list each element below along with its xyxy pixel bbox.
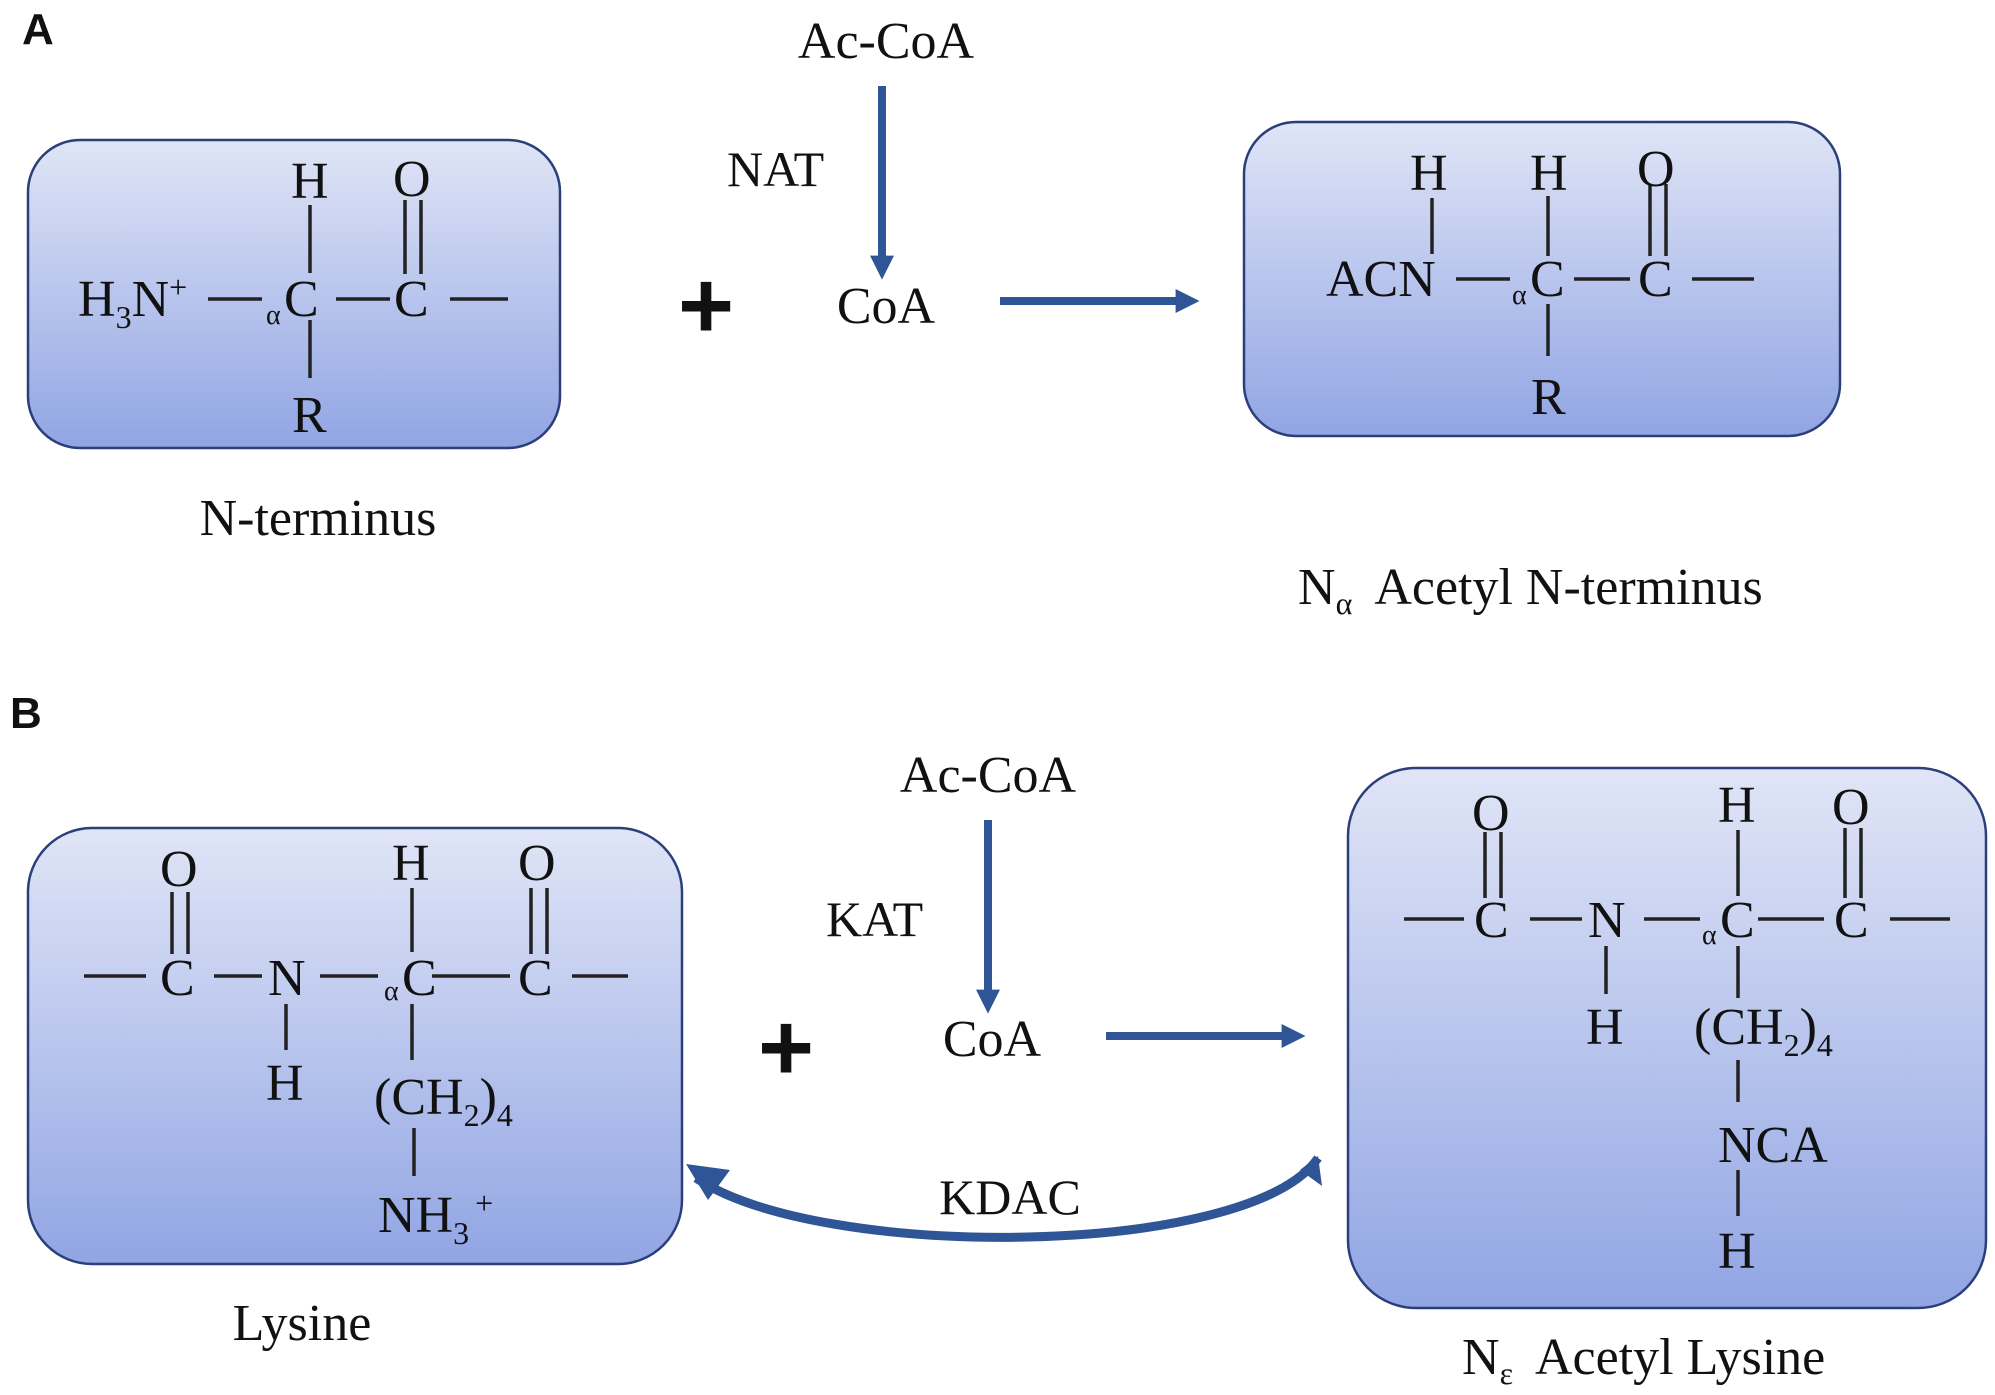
- carbonyl-oxygen-2-label: O: [518, 835, 556, 892]
- ammonium-label: NH3+: [378, 1185, 493, 1251]
- alpha-carbon-label: C: [1720, 892, 1755, 949]
- panel-a-label: A: [22, 5, 54, 54]
- alpha-label: α: [1512, 280, 1527, 311]
- acn-label: ACN: [1326, 251, 1436, 308]
- acetyl-lysine-structure: C O N H α C H (CH2)4 NCA H C O: [1346, 766, 1988, 1310]
- methylene-chain-label: (CH2)4: [374, 1069, 513, 1133]
- panel-b-label: B: [10, 689, 42, 738]
- nat-enzyme-label: NAT: [727, 141, 824, 197]
- alpha-label: α: [384, 976, 399, 1007]
- alpha-hydrogen-label: H: [291, 153, 329, 210]
- carbonyl-carbon-label: C: [394, 271, 429, 328]
- carbonyl-oxygen-1-label: O: [1472, 785, 1510, 842]
- alpha-hydrogen-label: H: [1530, 145, 1568, 202]
- carbonyl-carbon-2-label: C: [518, 950, 553, 1007]
- nca-hydrogen-label: H: [1718, 1223, 1756, 1280]
- lysine-box: [26, 826, 684, 1266]
- alpha-hydrogen-label: H: [1718, 777, 1756, 834]
- acetyl-n-terminus-box: [1242, 120, 1842, 438]
- methylene-chain-label: (CH2)4: [1694, 999, 1833, 1063]
- carbonyl-carbon-1-label: C: [160, 950, 195, 1007]
- plus-sign-b: +: [758, 994, 814, 1101]
- kdac-enzyme-label: KDAC: [939, 1169, 1081, 1225]
- n-terminus-box: [26, 138, 562, 450]
- acetyl-n-terminus-structure: H ACN α C H R C O: [1242, 120, 1842, 438]
- carbonyl-carbon-2-label: C: [1834, 892, 1869, 949]
- kat-enzyme-label: KAT: [826, 891, 923, 947]
- kdac-reverse-arrow-curve: [693, 1155, 1322, 1242]
- n-terminus-caption: N-terminus: [200, 490, 437, 547]
- amide-hydrogen-label: H: [266, 1055, 304, 1112]
- alpha-carbon-label: C: [402, 950, 437, 1007]
- alpha-label: α: [1702, 920, 1717, 951]
- alpha-carbon-label: C: [1530, 251, 1565, 308]
- amino-group-label: H3N+: [78, 269, 187, 335]
- panel-b: B C O N H α C H (CH2)4 NH3+ C O: [10, 689, 1988, 1391]
- carbonyl-carbon-1-label: C: [1474, 892, 1509, 949]
- carbonyl-oxygen-label: O: [393, 151, 431, 208]
- lysine-caption: Lysine: [233, 1295, 372, 1352]
- side-chain-r-label: R: [292, 387, 327, 444]
- n-terminus-structure: H3N+ α C H R C O: [26, 138, 562, 450]
- carbonyl-oxygen-1-label: O: [160, 841, 198, 898]
- ac-coa-label-a: Ac-CoA: [798, 13, 975, 70]
- ac-coa-label-b: Ac-CoA: [900, 747, 1077, 804]
- amide-hydrogen-label: H: [1586, 999, 1624, 1056]
- panel-a: A H3N+ α C H R C O N-terminus + Ac-CoA N…: [22, 5, 1842, 621]
- alpha-hydrogen-label: H: [392, 835, 430, 892]
- carbonyl-oxygen-label: O: [1637, 141, 1675, 198]
- carbonyl-oxygen-2-label: O: [1832, 779, 1870, 836]
- kdac-arrow-tail: [1300, 1156, 1322, 1186]
- coa-label-a: CoA: [837, 278, 936, 335]
- kdac-arrowhead: [686, 1164, 730, 1200]
- coa-label-b: CoA: [943, 1011, 1042, 1068]
- alpha-label: α: [266, 300, 281, 331]
- plus-sign-a: +: [678, 252, 734, 359]
- amide-hydrogen-label: H: [1410, 145, 1448, 202]
- amide-nitrogen-label: N: [268, 950, 306, 1007]
- carbonyl-carbon-label: C: [1638, 251, 1673, 308]
- side-chain-r-label: R: [1531, 369, 1566, 426]
- acetyl-lysine-box: [1346, 766, 1988, 1310]
- nca-label: NCA: [1718, 1117, 1828, 1174]
- amide-nitrogen-label: N: [1588, 892, 1626, 949]
- lysine-structure: C O N H α C H (CH2)4 NH3+ C O: [26, 826, 684, 1266]
- alpha-carbon-label: C: [284, 271, 319, 328]
